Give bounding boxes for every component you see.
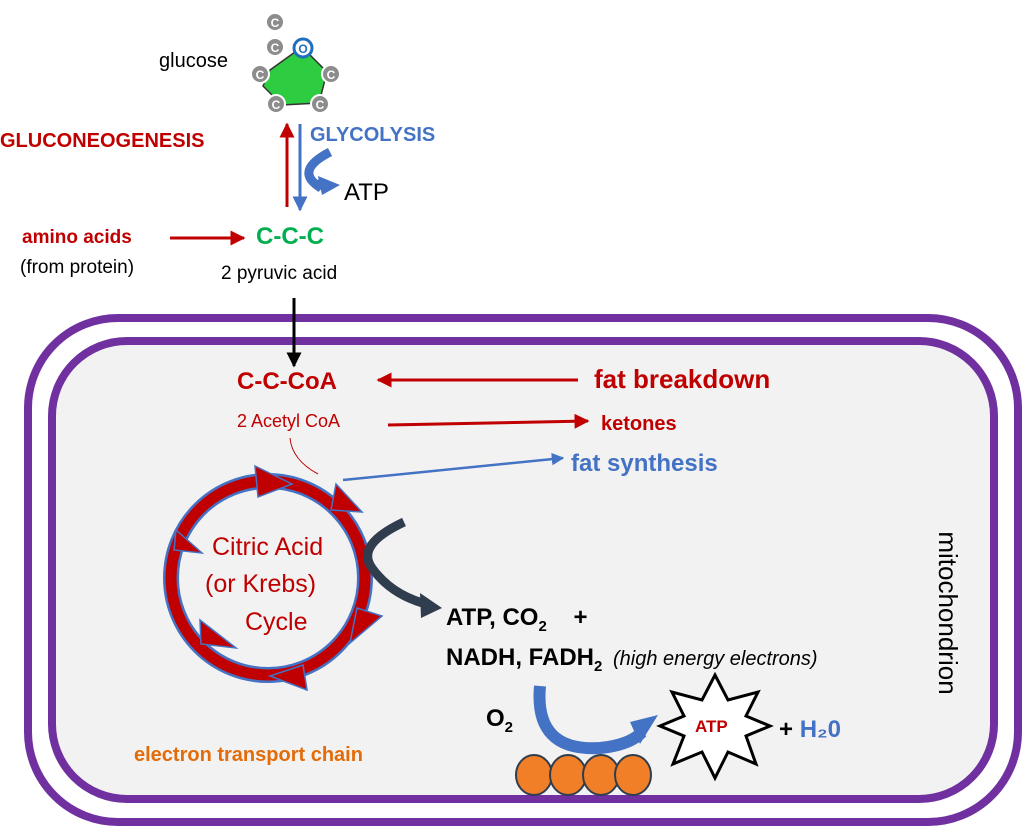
cycle-arrowhead: [254, 464, 294, 499]
cycle-arrowhead: [348, 607, 384, 645]
pyruvate-label: 2 pyruvic acid: [221, 263, 338, 284]
water-plus: +: [779, 716, 794, 743]
acetyl-formula: C-C-CoA: [237, 368, 337, 395]
fat-synthesis-label: fat synthesis: [571, 450, 718, 477]
ketones-arrow: [387, 413, 590, 429]
carbon-atom: C: [266, 94, 286, 114]
cycle-label-line1: Citric Acid: [212, 533, 324, 561]
citric-acid-cycle-ring: [163, 464, 384, 692]
gluconeogenesis-label: GLUCONEOGENESIS: [0, 130, 205, 152]
fat-breakdown-label: fat breakdown: [594, 364, 771, 394]
oxygen-subscript: 2: [504, 718, 514, 736]
cycle-arrowhead: [173, 528, 205, 554]
oxygen-symbol: O: [298, 42, 307, 56]
electron-transport-chain-label: electron transport chain: [134, 744, 363, 766]
carbon-symbol: C: [271, 41, 280, 55]
carbon-symbol: C: [316, 98, 325, 112]
carrier-protein: [549, 754, 587, 796]
cycle-label-line2: (or Krebs): [205, 570, 317, 598]
amino-acids-source: (from protein): [20, 257, 135, 278]
glucose-label: glucose: [159, 50, 228, 72]
water-product: + H₂0: [779, 718, 841, 742]
glycolysis-label: GLYCOLYSIS: [310, 124, 436, 146]
inner-membrane: [48, 337, 998, 803]
products-plus: +: [573, 604, 588, 631]
acetyl-entry-line: [289, 437, 319, 475]
electron-flow-arrow: [533, 685, 658, 755]
carbon-atom: C: [250, 64, 270, 84]
mitochondrion-label: mitochondrion: [933, 531, 963, 695]
atp-starburst: [656, 671, 774, 782]
products-line2: NADH, FADH2 (high energy electrons): [446, 646, 818, 674]
carbon-symbol: C: [272, 98, 281, 112]
amino-acids-label: amino acids: [22, 227, 132, 248]
acetyl-label: 2 Acetyl CoA: [237, 411, 341, 431]
atp-release-arrow: [304, 147, 340, 195]
carbon-symbol: C: [327, 68, 336, 82]
cycle-output-arrow: [363, 517, 442, 618]
products-co2-subscript: 2: [538, 617, 547, 635]
oxygen-symbol: O: [486, 705, 505, 732]
glucose-molecule: C C O C C C C: [250, 12, 341, 114]
cycle-arrowhead: [330, 482, 364, 513]
products-fadh-subscript: 2: [594, 657, 603, 675]
etc-atp-label: ATP: [695, 717, 728, 736]
oxygen-label: O2: [486, 707, 513, 735]
ketones-label: ketones: [601, 413, 677, 435]
products-line1: ATP, CO2 +: [446, 606, 588, 634]
carbon-symbol: C: [256, 68, 265, 82]
carbon-atom: C: [310, 94, 330, 114]
cycle-label-line3: Cycle: [245, 608, 308, 636]
carrier-protein: [515, 754, 553, 796]
products-atp-co2: ATP, CO: [446, 604, 539, 631]
pyruvate-formula: C-C-C: [256, 223, 324, 250]
glycolysis-atp-label: ATP: [344, 179, 389, 206]
cycle-arrowhead: [267, 664, 308, 692]
carbon-symbol: C: [271, 16, 280, 30]
carbon-atom: C: [265, 12, 285, 32]
high-energy-electrons-note: (high energy electrons): [613, 648, 818, 670]
cycle-arrowhead: [199, 618, 239, 650]
water-formula: H₂0: [799, 716, 842, 743]
products-nadh-fadh: NADH, FADH: [446, 644, 594, 671]
carrier-protein: [614, 754, 652, 796]
electron-carriers: [515, 754, 652, 796]
carrier-protein: [582, 754, 620, 796]
carbon-atom: C: [321, 64, 341, 84]
fat-synthesis-arrow: [342, 452, 565, 482]
carbon-atom: C: [265, 37, 285, 57]
oxygen-atom: O: [292, 37, 314, 59]
